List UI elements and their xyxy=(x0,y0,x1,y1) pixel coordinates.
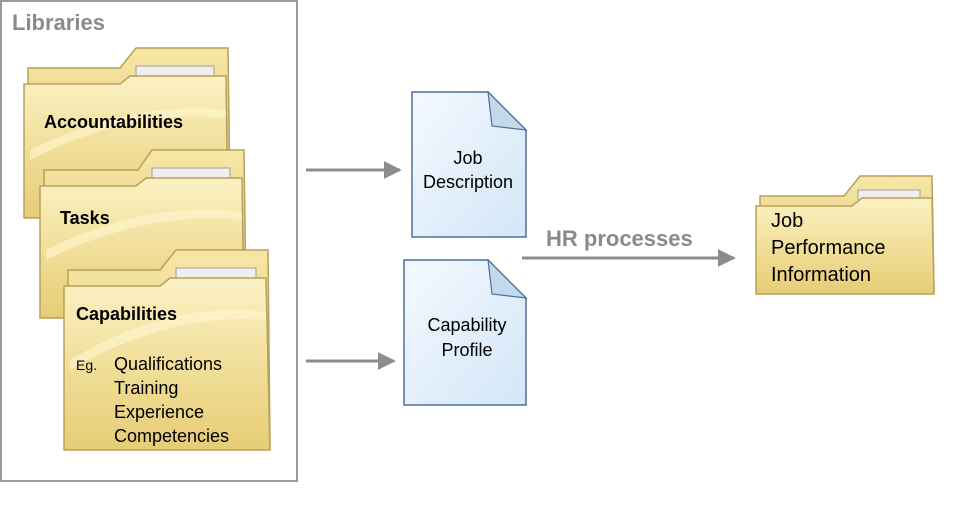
capability-profile-line-2: Profile xyxy=(441,340,492,360)
job-description-line-2: Description xyxy=(423,172,513,192)
folder-label-accountabilities: Accountabilities xyxy=(44,112,183,132)
output-folder-line-1: Job xyxy=(771,210,803,232)
eg-label: Eg. xyxy=(76,357,97,373)
output-folder-line-3: Information xyxy=(771,264,871,286)
hr-processes-label: HR processes xyxy=(546,226,693,251)
output-folder-line-2: Performance xyxy=(771,237,886,259)
capability-example-1: Qualifications xyxy=(114,354,222,374)
capability-profile-line-1: Capability xyxy=(427,315,506,335)
folder-label-tasks: Tasks xyxy=(60,208,110,228)
folder-job-performance-information: Job Performance Information xyxy=(755,175,935,295)
document-job-description: Job Description xyxy=(411,90,528,238)
capability-example-3: Experience xyxy=(114,402,204,422)
job-description-line-1: Job xyxy=(453,148,482,168)
capability-example-4: Competencies xyxy=(114,426,229,446)
capability-example-2: Training xyxy=(114,378,178,398)
libraries-title: Libraries xyxy=(12,10,105,35)
folder-capabilities: Capabilities Eg. Qualifications Training… xyxy=(63,249,271,451)
document-capability-profile: Capability Profile xyxy=(403,258,528,406)
folder-label-capabilities: Capabilities xyxy=(76,304,177,324)
